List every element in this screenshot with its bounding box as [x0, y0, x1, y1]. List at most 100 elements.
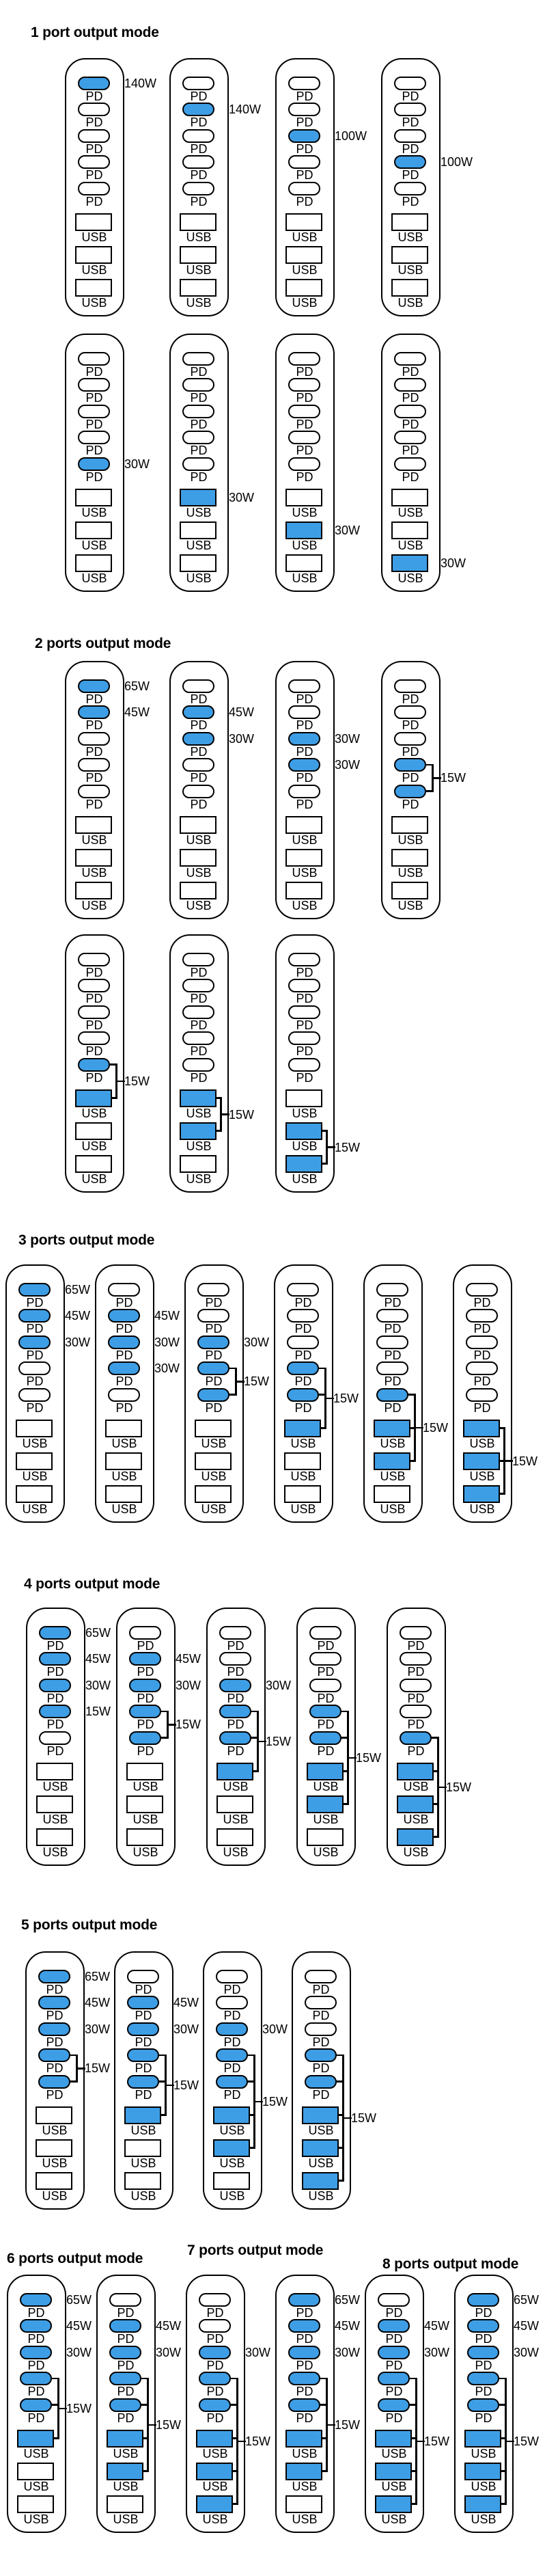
bracket-stub	[499, 1460, 505, 1462]
watt-label: 45W	[176, 1652, 201, 1666]
bracket-stub	[432, 1770, 439, 1772]
pd-port-2	[18, 1309, 51, 1323]
bracket-stub	[232, 2503, 238, 2505]
pd-port-5	[465, 1387, 498, 1402]
bracket-stub	[227, 1394, 237, 1396]
port-type-label: PD	[402, 89, 419, 103]
usb-port-3	[180, 1154, 216, 1173]
pd-port-5	[109, 2398, 141, 2412]
usb-port-1	[126, 1762, 163, 1780]
usb-port-3	[463, 1484, 500, 1503]
usb-port-3	[196, 2495, 233, 2513]
port-type-label: PD	[294, 1400, 312, 1415]
bracket-stub	[339, 1737, 349, 1739]
port-type-label: PD	[85, 116, 103, 129]
port-type-label: PD	[223, 2035, 241, 2049]
bracket-stub	[111, 1097, 117, 1099]
pd-port-5	[393, 181, 426, 195]
bracket-stub	[227, 1367, 237, 1370]
pd-port-2	[288, 705, 320, 719]
usb-port-2	[216, 1795, 253, 1813]
port-type-label: PD	[296, 470, 313, 484]
pd-port-1	[198, 2292, 231, 2307]
bracket-stub	[320, 1427, 326, 1429]
usb-port-1	[285, 488, 322, 506]
port-type-label: PD	[137, 1744, 154, 1758]
bracket-tick	[76, 2067, 85, 2070]
watt-label: 30W	[229, 490, 255, 504]
port-type-label: PD	[85, 1044, 103, 1058]
port-type-label: PD	[407, 1665, 425, 1679]
usb-port-3	[36, 2171, 72, 2190]
pd-port-4	[77, 155, 110, 169]
pd-port-5	[182, 784, 214, 798]
pd-port-2	[376, 1309, 408, 1323]
port-type-label: USB	[22, 1469, 48, 1483]
port-type-label: USB	[201, 1502, 227, 1516]
watt-label: 30W	[65, 1335, 91, 1349]
watt-label: 45W	[335, 2319, 361, 2333]
pd-port-4	[288, 1031, 320, 1045]
port-type-label: PD	[85, 417, 103, 431]
bracket-stub	[318, 2404, 328, 2406]
watt-label: 140W	[229, 103, 262, 116]
port-type-label: USB	[308, 2123, 334, 2137]
port-type-label: PD	[115, 1348, 133, 1362]
port-type-label: USB	[380, 1436, 406, 1450]
bracket-stub	[317, 1394, 326, 1396]
pd-port-2	[288, 378, 320, 392]
bracket-stub	[249, 2147, 255, 2149]
bracket-tick	[342, 2117, 352, 2119]
pd-port-2	[215, 1996, 248, 2009]
usb-port-2	[196, 2462, 233, 2480]
pd-port-3	[182, 1005, 214, 1019]
port-type-label: PD	[205, 1374, 223, 1388]
port-type-label: PD	[46, 1665, 64, 1679]
bracket-tick	[57, 2407, 67, 2409]
pd-port-3	[197, 1335, 229, 1349]
port-type-label: PD	[190, 718, 208, 732]
bracket-stub	[157, 2054, 167, 2057]
pd-port-3	[128, 1678, 161, 1692]
port-type-label: USB	[81, 1139, 107, 1153]
port-type-label: PD	[385, 2358, 403, 2372]
pd-port-3	[18, 1335, 51, 1349]
pd-port-3	[109, 2345, 141, 2359]
bracket-stub	[408, 2404, 417, 2406]
port-type-label: USB	[403, 1779, 429, 1793]
usb-port-1	[391, 213, 428, 231]
bracket-tick	[167, 1724, 176, 1726]
port-type-label: USB	[113, 2512, 139, 2526]
bracket-tick	[235, 1381, 244, 1383]
pd-port-2	[182, 979, 214, 992]
bracket-tick	[220, 1113, 229, 1115]
port-type-label: PD	[312, 2061, 330, 2075]
usb-port-2	[180, 521, 216, 539]
port-type-label: USB	[130, 2188, 156, 2203]
port-type-label: PD	[384, 1348, 402, 1362]
pd-port-3	[107, 1335, 140, 1349]
watt-label: 30W	[124, 457, 150, 471]
bracket-stub	[68, 2080, 78, 2083]
watt-label: 30W	[335, 731, 361, 746]
usb-port-2	[302, 2139, 339, 2157]
port-type-label: PD	[26, 1374, 44, 1388]
bracket-stub	[321, 2470, 328, 2472]
port-type-label: PD	[135, 1982, 152, 1996]
port-type-label: PD	[402, 744, 419, 759]
usb-port-1	[75, 213, 112, 231]
port-type-label: PD	[407, 1691, 425, 1705]
pd-port-1	[286, 1282, 319, 1297]
bracket-stub	[321, 2437, 328, 2439]
bracket-stub	[342, 1770, 349, 1772]
port-type-label: USB	[201, 1436, 227, 1450]
pd-port-1	[182, 952, 214, 966]
port-type-label: PD	[227, 1665, 244, 1679]
usb-port-2	[213, 2139, 250, 2157]
port-type-label: PD	[205, 1322, 223, 1336]
